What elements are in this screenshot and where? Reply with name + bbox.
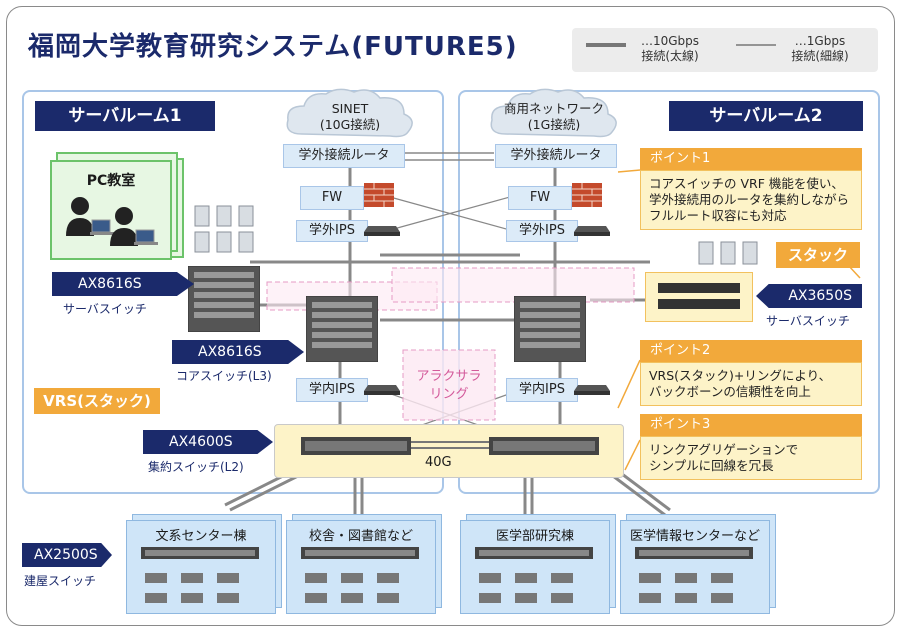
router-right: 学外接続ルータ xyxy=(495,144,617,168)
point-1-title: ポイント1 xyxy=(640,148,862,170)
switch-with-pcs-icon xyxy=(141,547,259,603)
building-4-name: 医学情報センターなど xyxy=(629,529,760,544)
commercial-label: 商用ネットワーク (1G接続) xyxy=(492,101,616,133)
ips-device-icon xyxy=(364,385,400,395)
legend-thick-desc: 接続(太線) xyxy=(641,49,699,63)
stacked-switch-icon xyxy=(658,283,740,309)
servers-icon xyxy=(194,205,254,253)
link-40g-label: 40G xyxy=(425,455,452,470)
point-2: ポイント2 VRS(スタック)+リングにより、 バックボーンの信頼性を向上 xyxy=(640,340,862,406)
link-40g-line xyxy=(411,441,489,449)
firewall-icon xyxy=(572,183,602,207)
ips-device-icon xyxy=(364,226,400,236)
pc-room: PC教室 xyxy=(50,160,172,260)
fw-right: FW xyxy=(508,186,572,210)
ring-label: アラクサラ リング xyxy=(403,368,495,404)
ips-device-icon xyxy=(574,226,610,236)
firewall-icon xyxy=(364,183,394,207)
point-1-line: コアスイッチの VRF 機能を使い、 xyxy=(649,176,844,191)
building-3: 医学部研究棟 xyxy=(460,520,610,614)
ax4600-sub: 集約スイッチ(L2) xyxy=(148,460,244,474)
switch-icon xyxy=(301,437,411,455)
ring-label-line1: アラクサラ xyxy=(416,369,482,384)
point-2-line: VRS(スタック)+リングにより、 xyxy=(649,368,832,383)
point-2-title: ポイント2 xyxy=(640,340,862,362)
fw-left: FW xyxy=(300,186,364,210)
ax8616-core-label: AX8616S xyxy=(172,340,304,364)
point-2-body: VRS(スタック)+リングにより、 バックボーンの信頼性を向上 xyxy=(640,362,862,406)
commercial-speed: (1G接続) xyxy=(527,117,581,132)
aggregation-box: 40G xyxy=(274,424,624,478)
building-3-name: 医学部研究棟 xyxy=(495,529,574,544)
point-1-body: コアスイッチの VRF 機能を使い、 学外接続用のルータを集約しながら フルルー… xyxy=(640,170,862,230)
server-room-1-label: サーバルーム1 xyxy=(35,101,215,131)
point-1-line: フルルート収容にも対応 xyxy=(649,208,787,223)
building-1-name: 文系センター棟 xyxy=(155,529,247,544)
point-1-line: 学外接続用のルータを集約しながら xyxy=(649,192,850,207)
ax8616-core-sub: コアスイッチ(L3) xyxy=(176,369,272,383)
ax8616-server-label: AX8616S xyxy=(52,272,194,296)
point-3: ポイント3 リンクアグリゲーションで シンプルに回線を冗長 xyxy=(640,414,862,480)
sinet-speed: (10G接続) xyxy=(319,117,381,132)
point-3-title: ポイント3 xyxy=(640,414,862,436)
ax3650-sub: サーバスイッチ xyxy=(766,314,850,328)
building-1: 文系センター棟 xyxy=(126,520,276,614)
ips-in-right: 学内IPS xyxy=(506,378,578,402)
sinet-label: SINET (10G接続) xyxy=(290,101,410,133)
legend-thin: …1Gbps 接続(細線) xyxy=(778,34,862,64)
pc-room-label: PC教室 xyxy=(86,173,136,189)
sinet-name: SINET xyxy=(331,101,369,116)
sinet-cloud-icon xyxy=(286,88,413,138)
point-3-body: リンクアグリゲーションで シンプルに回線を冗長 xyxy=(640,436,862,480)
point-3-line: シンプルに回線を冗長 xyxy=(649,458,774,473)
point-1: ポイント1 コアスイッチの VRF 機能を使い、 学外接続用のルータを集約しなが… xyxy=(640,148,862,230)
commercial-name: 商用ネットワーク xyxy=(503,101,604,116)
chassis-switch-icon xyxy=(514,296,586,362)
users-with-laptops-icon xyxy=(66,197,158,246)
building-4: 医学情報センターなど xyxy=(620,520,770,614)
switch-with-pcs-icon xyxy=(475,547,593,603)
point-2-line: バックボーンの信頼性を向上 xyxy=(649,384,811,399)
switch-icon xyxy=(489,437,599,455)
chassis-switch-icon xyxy=(188,266,260,332)
commercial-cloud-icon xyxy=(490,88,617,138)
building-2: 校舎・図書館など xyxy=(286,520,436,614)
switch-with-pcs-icon xyxy=(301,547,419,603)
page-title: 福岡大学教育研究システム(FUTURE5) xyxy=(28,32,518,62)
thick-line-legend-icon xyxy=(586,43,626,47)
chassis-switch-icon xyxy=(306,296,378,362)
ax2500-sub: 建屋スイッチ xyxy=(24,574,97,588)
ips-device-icon xyxy=(574,385,610,395)
ring-label-line2: リング xyxy=(429,387,469,402)
ax8616-server-sub: サーバスイッチ xyxy=(63,302,147,316)
thin-line-legend-icon xyxy=(736,44,776,46)
router-left: 学外接続ルータ xyxy=(283,144,405,168)
ax4600-label: AX4600S xyxy=(143,430,273,454)
legend-thin-desc: 接続(細線) xyxy=(791,49,849,63)
legend-thin-speed: …1Gbps xyxy=(794,34,846,48)
ips-out-left: 学外IPS xyxy=(296,220,368,242)
ax2500-label: AX2500S xyxy=(22,543,112,567)
legend-thick-speed: …10Gbps xyxy=(640,34,700,48)
building-2-name: 校舎・図書館など xyxy=(308,529,413,544)
stack-label: スタック xyxy=(776,242,860,268)
legend-thick: …10Gbps 接続(太線) xyxy=(628,34,712,64)
point-3-line: リンクアグリゲーションで xyxy=(649,442,799,457)
ips-in-left: 学内IPS xyxy=(296,378,368,402)
servers-icon xyxy=(698,241,758,265)
ax3650-stack-box xyxy=(645,272,753,322)
legend: …10Gbps 接続(太線) …1Gbps 接続(細線) xyxy=(572,28,878,72)
switch-with-pcs-icon xyxy=(635,547,753,603)
server-room-2-label: サーバルーム2 xyxy=(669,101,863,131)
vrs-label: VRS(スタック) xyxy=(34,388,160,414)
ax3650-label: AX3650S xyxy=(756,284,862,308)
